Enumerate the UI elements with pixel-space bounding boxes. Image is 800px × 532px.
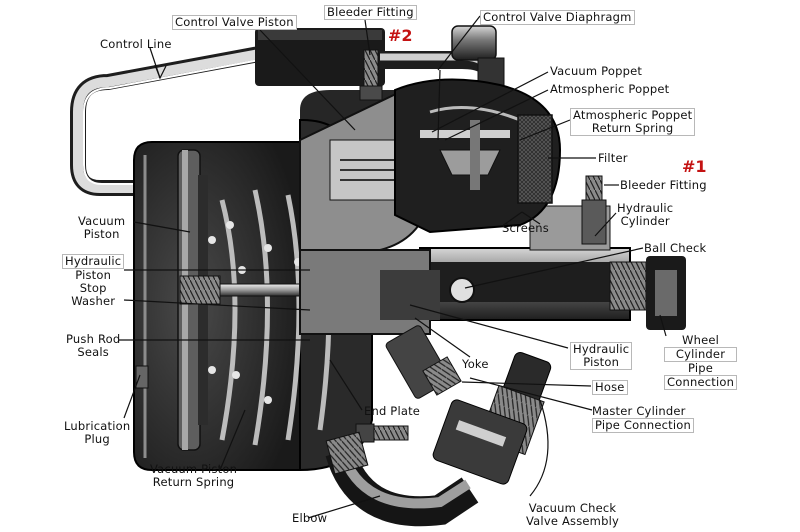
label-push-rod-seals-line-1: Push Rod bbox=[66, 332, 121, 346]
label-hpsw-line-3: Stop bbox=[79, 281, 107, 295]
label-master-cylinder-pipe-connection: Master Cylinder Pipe Connection bbox=[592, 405, 694, 433]
label-vacuum-piston-line-2: Piston bbox=[83, 227, 120, 241]
label-vprs-line-1: Vacuum Piston bbox=[150, 462, 238, 476]
bleeder-fitting-right bbox=[581, 175, 607, 245]
elbow bbox=[325, 431, 479, 527]
label-control-line: Control Line bbox=[100, 37, 172, 51]
label-filter: Filter bbox=[598, 151, 628, 165]
bleeder-fitting-top bbox=[359, 49, 383, 101]
leader-lines bbox=[119, 15, 667, 519]
label-push-rod-seals-line-2: Seals bbox=[77, 345, 109, 359]
label-hydraulic-piston-line-2: Piston bbox=[583, 355, 620, 369]
label-lubrication-plug: Lubrication Plug bbox=[64, 420, 130, 446]
label-hydraulic-piston-line-1: Hydraulic bbox=[573, 342, 630, 356]
label-ball-check: Ball Check bbox=[644, 241, 707, 255]
label-push-rod-seals: Push Rod Seals bbox=[66, 333, 120, 359]
label-hydraulic-piston: Hydraulic Piston bbox=[570, 342, 633, 370]
label-screens: Screens bbox=[502, 221, 549, 235]
marker-2: #2 bbox=[388, 26, 413, 45]
label-master-cyl-line-2: Pipe Connection bbox=[592, 418, 694, 433]
label-atm-poppet-line-1: Atmospheric Poppet bbox=[573, 108, 693, 122]
label-control-valve-diaphragm: Control Valve Diaphragm bbox=[480, 10, 635, 25]
label-vprs-line-2: Return Spring bbox=[152, 475, 235, 489]
label-vacuum-piston-line-1: Vacuum bbox=[78, 214, 126, 228]
label-wcpc-line-4: Connection bbox=[664, 375, 738, 390]
label-end-plate: End Plate bbox=[364, 404, 421, 418]
filter bbox=[517, 114, 553, 204]
control-line-fitting bbox=[255, 28, 385, 86]
label-hydraulic-cylinder: Hydraulic Cylinder bbox=[617, 202, 673, 228]
label-vacuum-piston-return-spring: Vacuum Piston Return Spring bbox=[150, 463, 237, 489]
label-control-valve-piston: Control Valve Piston bbox=[172, 15, 297, 30]
label-master-cyl-line-1: Master Cylinder bbox=[592, 404, 686, 418]
label-atmospheric-poppet: Atmospheric Poppet bbox=[550, 82, 670, 96]
label-elbow: Elbow bbox=[292, 511, 328, 525]
label-vcva-line-2: Valve Assembly bbox=[526, 514, 619, 528]
label-lubrication-plug-line-2: Plug bbox=[84, 432, 110, 446]
label-lubrication-plug-line-1: Lubrication bbox=[64, 419, 131, 433]
label-wcpc-line-1: Wheel bbox=[682, 333, 720, 347]
label-atmospheric-poppet-return-spring: Atmospheric Poppet Return Spring bbox=[570, 108, 696, 136]
label-wcpc-line-2: Cylinder bbox=[664, 347, 738, 362]
label-hydraulic-cylinder-line-2: Cylinder bbox=[620, 214, 670, 228]
label-wheel-cylinder-pipe-connection: Wheel Cylinder Pipe Connection bbox=[664, 333, 738, 390]
vacuum-check-valve bbox=[432, 399, 528, 485]
yoke-fitting bbox=[385, 325, 462, 399]
end-plate-stud bbox=[355, 423, 409, 443]
label-bleeder-fitting-right: Bleeder Fitting bbox=[620, 178, 707, 192]
label-hpsw-line-2: Piston bbox=[75, 268, 112, 282]
label-vacuum-check-valve-assembly: Vacuum Check Valve Assembly bbox=[526, 502, 619, 528]
label-atm-poppet-line-2: Return Spring bbox=[591, 121, 674, 135]
label-hydraulic-cylinder-line-1: Hydraulic bbox=[617, 201, 674, 215]
label-hose: Hose bbox=[592, 380, 628, 395]
label-wcpc-line-3: Pipe bbox=[688, 361, 714, 375]
label-vacuum-piston: Vacuum Piston bbox=[78, 215, 125, 241]
label-vcva-line-1: Vacuum Check bbox=[528, 501, 617, 515]
label-hydraulic-piston-stop-washer: Hydraulic Piston Stop Washer bbox=[62, 254, 125, 308]
control-line-tube bbox=[70, 44, 278, 196]
label-bleeder-fitting-top: Bleeder Fitting bbox=[324, 5, 417, 20]
label-hpsw-line-1: Hydraulic bbox=[62, 254, 125, 269]
label-hpsw-line-4: Washer bbox=[71, 294, 116, 308]
lubrication-plug bbox=[135, 365, 149, 389]
marker-1: #1 bbox=[682, 157, 707, 176]
label-vacuum-poppet: Vacuum Poppet bbox=[550, 64, 643, 78]
label-yoke: Yoke bbox=[462, 357, 489, 371]
